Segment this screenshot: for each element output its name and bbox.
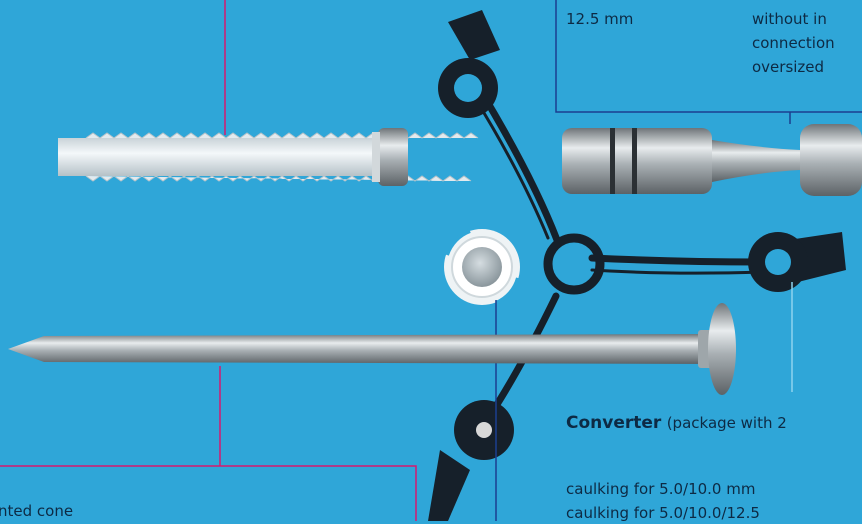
converter-note: (package with 2	[666, 414, 787, 432]
converter-title: Converter	[566, 413, 662, 433]
pointed-pin	[8, 303, 736, 395]
spec-table-frame	[555, 0, 862, 113]
spec-size: 12.5 mm	[566, 10, 634, 28]
leader-line-cone	[0, 366, 417, 521]
tripod-wing-bottom	[428, 400, 514, 521]
spec-desc-1: without in	[752, 10, 827, 28]
spec-desc-2: connection	[752, 34, 835, 52]
tripod-wing-top	[438, 10, 500, 118]
converter-heading: Converter (package with 2	[566, 412, 787, 434]
adapter-fitting	[562, 124, 862, 196]
spec-desc-3: oversized	[752, 58, 825, 76]
tripod-wing-right	[748, 232, 846, 292]
converter-line-2: caulking for 5.0/10.0/12.5	[566, 504, 760, 522]
threaded-plug	[58, 128, 479, 186]
converter-line-1: caulking for 5.0/10.0 mm	[566, 480, 756, 498]
converter-disc	[444, 229, 520, 305]
cone-caption: nted cone	[0, 502, 74, 520]
